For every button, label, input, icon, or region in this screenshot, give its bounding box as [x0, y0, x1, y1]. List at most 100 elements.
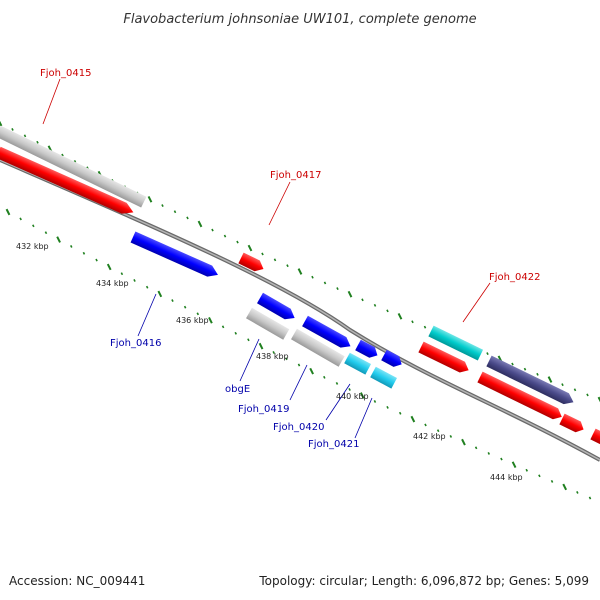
gene-fjoh-0420[interactable] [344, 352, 372, 375]
gene-label-fjoh-0421[interactable]: Fjoh_0421 [308, 439, 359, 450]
tick-mark-inner [335, 382, 339, 385]
tick-mark-inner [133, 279, 136, 282]
tick-mark-inner [157, 290, 163, 298]
tick-mark-outer [197, 220, 203, 228]
tick-mark-outer [297, 268, 303, 275]
tick-mark-outer [247, 244, 253, 252]
tick-mark-inner [562, 483, 568, 491]
tick-mark-inner [95, 258, 98, 262]
tick-mark-inner [461, 438, 466, 446]
tick-mark-outer [523, 367, 527, 371]
tick-mark-inner [386, 405, 389, 409]
gene-red-444[interactable] [559, 413, 586, 435]
scale-labels: 432 kbp 434 kbp 436 kbp 438 kbp 440 kbp … [16, 242, 523, 482]
gene-fjoh-0420-blue[interactable] [355, 339, 380, 361]
tick-mark-inner [19, 217, 22, 221]
tick-mark-inner [70, 244, 73, 248]
tick-mark-outer [11, 127, 14, 131]
gene-label-fjoh-0417[interactable]: Fjoh_0417 [270, 170, 321, 181]
tick-mark-inner [410, 415, 416, 423]
tick-mark-outer [386, 309, 389, 313]
tick-mark-outer [486, 352, 489, 356]
tick-mark-inner [32, 224, 35, 228]
gene-red-left[interactable] [0, 146, 136, 218]
gene-fjoh-0416[interactable] [130, 231, 221, 281]
genome-backbone [0, 158, 600, 462]
tick-mark-inner [234, 331, 237, 335]
tick-mark-outer [173, 210, 177, 214]
tick-mark-inner [436, 429, 440, 433]
tick-mark-outer [311, 275, 314, 279]
gene-label-fjoh-0422[interactable]: Fjoh_0422 [489, 272, 540, 283]
tick-mark-outer [561, 383, 564, 387]
tick-mark-inner [348, 388, 351, 391]
tick-mark-outer [586, 393, 589, 397]
gene-label-fjoh-0419[interactable]: Fjoh_0419 [238, 404, 289, 415]
tick-mark-outer [61, 153, 64, 157]
tick-mark-outer [0, 120, 3, 127]
tick-mark-inner [474, 446, 478, 450]
gene-grey-438[interactable] [246, 307, 290, 340]
tick-mark-inner [538, 474, 541, 478]
accession-text: Accession: NC_009441 [9, 574, 146, 588]
tick-mark-outer [347, 290, 353, 298]
gene-grey-439[interactable] [291, 328, 345, 367]
gene-label-fjoh-0420[interactable]: Fjoh_0420 [273, 422, 324, 433]
tick-mark-outer [161, 204, 164, 207]
tick-mark-inner [82, 251, 86, 255]
tick-mark-inner [359, 392, 365, 399]
tick-mark-inner [208, 317, 213, 324]
tick-mark-inner [525, 468, 528, 472]
gene-track [0, 125, 600, 447]
tick-mark-outer [573, 388, 577, 392]
tick-mark-outer [36, 140, 39, 144]
scale-label-438: 438 kbp [256, 352, 289, 361]
tick-mark-inner [120, 272, 124, 276]
tick-mark-inner [145, 285, 149, 289]
tick-mark-inner [183, 305, 187, 309]
tick-mark-inner [272, 351, 275, 354]
scale-label-436: 436 kbp [176, 316, 209, 325]
tick-mark-outer [273, 258, 277, 262]
scale-label-432: 432 kbp [16, 242, 49, 251]
tick-mark-outer [373, 303, 377, 307]
gene-label-fjoh-0416[interactable]: Fjoh_0416 [110, 338, 161, 349]
tick-mark-inner [576, 491, 579, 494]
tick-mark-inner [449, 434, 453, 438]
gene-label-fjoh-0415[interactable]: Fjoh_0415 [40, 68, 91, 79]
gene-fjoh-0421[interactable] [370, 366, 398, 389]
tick-mark-inner [588, 496, 592, 500]
gene-red-443[interactable] [477, 371, 564, 423]
gene-fjoh-0417[interactable] [238, 252, 266, 275]
gene-navy[interactable] [486, 355, 576, 408]
tick-mark-inner [56, 236, 61, 243]
gene-obge[interactable] [257, 292, 298, 323]
tick-mark-inner [398, 411, 402, 415]
gene-label-obge[interactable]: obgE [225, 384, 250, 395]
tick-mark-inner [297, 363, 301, 367]
gene-fjoh-0422[interactable] [428, 325, 484, 361]
tick-mark-inner [285, 357, 288, 361]
tick-mark-outer [597, 396, 600, 403]
tick-mark-inner [309, 367, 314, 375]
tick-mark-inner [221, 325, 225, 329]
map-title: Flavobacterium johnsoniae UW101, complet… [123, 12, 476, 27]
tick-mark-inner [106, 263, 112, 271]
tick-mark-outer [236, 240, 239, 244]
tick-mark-outer [336, 287, 339, 291]
tick-mark-outer [186, 216, 189, 220]
gene-fjoh-0419[interactable] [302, 315, 353, 352]
scale-label-434: 434 kbp [96, 279, 129, 288]
gene-fjoh-0415-strip[interactable] [0, 125, 147, 208]
tick-mark-inner [424, 423, 427, 427]
gene-red-0422[interactable] [418, 341, 471, 376]
tick-mark-inner [44, 231, 48, 235]
tick-mark-outer [547, 376, 553, 383]
tick-mark-inner [323, 375, 326, 379]
tick-mark-inner [511, 461, 517, 469]
gene-fjoh-0421-blue[interactable] [381, 349, 404, 370]
gene-red-edge[interactable] [590, 428, 600, 447]
tick-mark-outer [397, 312, 403, 320]
tick-mark-outer [23, 134, 27, 138]
tick-mark-outer [423, 325, 427, 329]
